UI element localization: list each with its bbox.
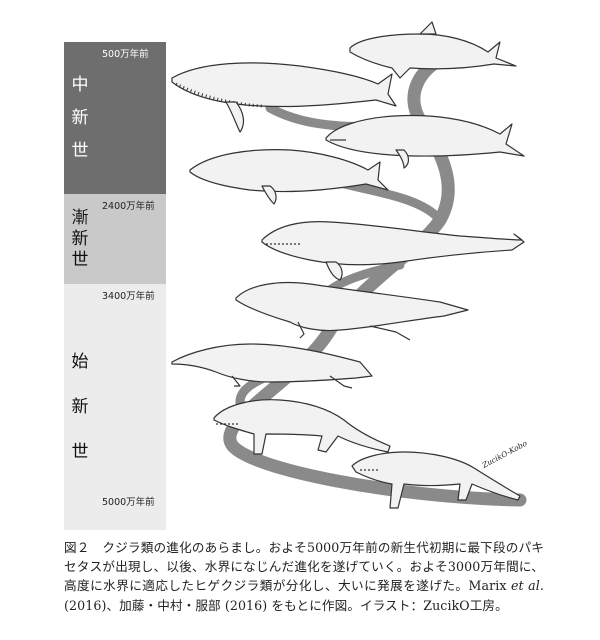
era-char: 始	[71, 351, 89, 372]
era-band-oligocene	[64, 194, 96, 284]
era-char: 世	[71, 249, 89, 270]
era-label-oligocene: 漸 新 世	[64, 194, 96, 284]
time-mark-50ma: 5000万年前	[102, 497, 155, 508]
time-band-eocene	[96, 284, 166, 530]
caption-text: 図２ クジラ類の進化のあらまし。およそ5000万年前の新生代初期に最下段のパキセ…	[64, 540, 544, 594]
era-label-eocene: 始 新 世	[64, 284, 96, 530]
time-mark-5ma: 500万年前	[102, 49, 149, 60]
time-mark-34ma: 3400万年前	[102, 291, 155, 302]
era-char: 漸	[71, 207, 89, 228]
ambulocetus-icon	[171, 343, 373, 389]
era-char: 世	[71, 140, 89, 161]
minke-whale-icon	[189, 149, 389, 205]
time-band-miocene	[96, 42, 166, 194]
time-mark-24ma: 2400万年前	[102, 201, 155, 212]
pakicetus-icon	[351, 451, 521, 509]
era-char: 新	[71, 228, 89, 249]
era-char: 新	[71, 107, 89, 128]
era-band-miocene	[64, 42, 96, 194]
humpback-whale-icon	[171, 62, 397, 133]
beaked-whale-icon	[325, 114, 525, 169]
whale-evolution-illustration: ZucikO-Kobo	[171, 21, 529, 509]
caption-italic: et al.	[510, 578, 544, 594]
era-char: 世	[71, 441, 89, 462]
illustrator-credit: ZucikO-Kobo	[480, 438, 529, 470]
era-char: 新	[71, 396, 89, 417]
era-char: 中	[71, 74, 89, 95]
era-band-eocene	[64, 284, 96, 530]
time-band-oligocene	[96, 194, 166, 284]
dolphin-icon	[349, 21, 517, 79]
era-label-miocene: 中 新 世	[64, 42, 96, 194]
caption-text-end: (2016)、加藤・中村・服部 (2016) をもとに作図。イラスト：Zucik…	[64, 597, 508, 613]
figure-caption: 図２ クジラ類の進化のあらまし。およそ5000万年前の新生代初期に最下段のパキセ…	[64, 538, 544, 615]
protocetid-icon	[235, 281, 469, 341]
basilosaurid-icon	[261, 221, 525, 281]
pakicetid-icon	[213, 399, 391, 455]
